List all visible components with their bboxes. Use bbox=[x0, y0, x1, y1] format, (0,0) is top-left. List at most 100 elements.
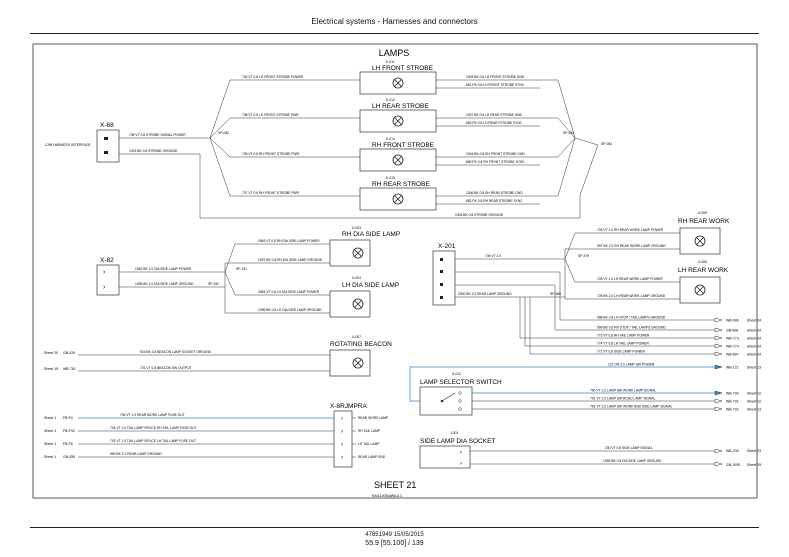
strobe-sync-wire: 681 PK 0.8 LH FRONT STROBE SYNC bbox=[466, 83, 525, 87]
x201-wire-2: 2000 BK 2.0 REAR LAMP GROUND bbox=[458, 292, 512, 296]
lh-dia-side-lamp: LH DIA SIDE LAMP U-004 0064 VT 0.8 LH DI… bbox=[258, 276, 399, 318]
strobe-lamp-id: E-011 bbox=[386, 60, 395, 64]
strobe-bus bbox=[199, 79, 599, 219]
footer-doc-number: 47851949 15/05/2015 bbox=[365, 532, 424, 538]
strobe-lamp-id: E-014 bbox=[386, 137, 395, 141]
strobe-ground-bottom: 1003 BK 0.8 STROBE GROUND bbox=[455, 213, 504, 217]
lh-dia-wire-2: 1096 BK 0.8 LH DIA SIDE LAMP GROUND bbox=[258, 308, 322, 312]
splice-sp083: SP-083 bbox=[563, 131, 574, 135]
right-wire-label: 773 VT 0.8 RH TAIL LAMP POWER bbox=[597, 334, 650, 338]
lh-rear-work-lamp: LH REAR WORK U-006 728 VT 1.0 LH REAR WO… bbox=[597, 260, 729, 304]
selector-id: S-012 bbox=[452, 372, 461, 376]
rotating-beacon: ROTATING BEACON U-007 Sheet 20 GB-026 Sh… bbox=[44, 335, 392, 377]
strobe-ground-wire: 1005 BK 0.8 LH FRONT STROBE GND bbox=[466, 75, 525, 79]
right-wire-conn: WB-996 bbox=[726, 319, 739, 323]
strobe-lamp-id: E-012 bbox=[386, 98, 395, 102]
x8rj-conn: FB-F32 bbox=[63, 429, 75, 433]
right-wire: 999 BK 0.8 RH STOP / TAIL LAMPS GROUND GB… bbox=[597, 326, 761, 333]
rh-dia-id: U-003 bbox=[352, 226, 361, 230]
svg-text:›: › bbox=[103, 284, 106, 291]
right-wire-sheet: Sheet 13 bbox=[747, 366, 761, 370]
beacon-label: ROTATING BEACON bbox=[330, 341, 392, 348]
strobe-lamp-label: RH FRONT STROBE bbox=[372, 142, 435, 149]
selector-wires: 790 VT 1.0 LAMP SW WORK LAMP SIGNAL WB-79… bbox=[472, 389, 761, 412]
lh-dia-label: LH DIA SIDE LAMP bbox=[342, 282, 399, 289]
lh-work-wire-1: 728 VT 1.0 LH REAR WORK LAMP POWER bbox=[597, 277, 663, 281]
connector-x82-label: X-82 bbox=[100, 257, 114, 264]
connector-x68-label: X-68 bbox=[100, 122, 114, 129]
right-wire-conn: GB-998 bbox=[726, 329, 738, 333]
x8rj-pin: › bbox=[341, 455, 343, 461]
x8rj-end: RH TAIL LAMP bbox=[358, 429, 381, 433]
x68-wire-1: 736 VT 0.8 STROBE SIGNAL POWER bbox=[129, 133, 186, 137]
svg-text:›: › bbox=[460, 450, 462, 456]
right-wire-label: 774 VT 0.8 LH TAIL LAMP POWER bbox=[597, 342, 649, 346]
x8rj-pin: › bbox=[341, 429, 343, 435]
selector-wire-label: 790 VT 1.0 LAMP SW WORK LAMP SIGNAL bbox=[590, 389, 656, 393]
beacon-wire-2: 701 VT 0.8 BEACON SW OUTPUT bbox=[140, 366, 192, 370]
splice-sp192: SP-192 bbox=[208, 282, 219, 286]
x8rj-conn: GB-055 bbox=[63, 455, 75, 459]
x8rj-pin: › bbox=[341, 442, 343, 448]
sheet-ref: RAIL1005LWBLA 1 bbox=[372, 494, 402, 498]
x8rj-end: REAR WORK LAMP bbox=[358, 416, 389, 420]
selector-wire-sheet: Sheet 12 bbox=[747, 392, 761, 396]
socket-wire-1: 230 VT 0.8 SIDE LAMP SIGNAL bbox=[605, 446, 653, 450]
x8rj-pin: › bbox=[341, 416, 343, 422]
strobe-ground-wire: 1006 BK 0.8 RH REAR STROBE GND bbox=[466, 191, 523, 195]
x82-wire-1: 1062 BK 1.0 DIA SIDE LAMP POWER bbox=[135, 267, 192, 271]
socket-label: SIDE LAMP DIA SOCKET bbox=[420, 438, 495, 445]
work-bus bbox=[455, 232, 715, 355]
right-wire-sheet: Sheet 24 bbox=[747, 337, 761, 341]
selector-wire: 791 VT 2.0 LAMP SW ROAD LAMP SIGNALWB-79… bbox=[472, 397, 761, 404]
svg-text:›: › bbox=[460, 461, 462, 467]
selector-wire-conn: WB-792 bbox=[726, 408, 739, 412]
lh-work-wire-2: 726 BK 2.0 LH REAR WORK LAMP GROUND bbox=[597, 294, 666, 298]
right-wire-sheet: Sheet 24 bbox=[747, 329, 761, 333]
strobe-lamp-id: E-015 bbox=[386, 176, 395, 180]
lh-work-id: U-006 bbox=[698, 260, 707, 264]
strobe-lamp-label: RH REAR STROBE bbox=[372, 181, 430, 188]
x8rj-sheet: Sheet 1 bbox=[44, 416, 56, 420]
dia-bus bbox=[224, 243, 330, 314]
strobe-power-wire: 739 VT 0.8 RH FRONT STROBE PWR bbox=[242, 152, 300, 156]
splice-sp084: SP-084 bbox=[601, 142, 612, 146]
strobe-ground-wire: 1007 BK 0.8 LH REAR STROBE GND bbox=[466, 113, 523, 117]
connector-x82: X-82 › › 1062 BK 1.0 DIA SIDE LAMP POWER… bbox=[96, 257, 247, 296]
right-wire-sheet: Sheet 24 bbox=[747, 319, 761, 323]
right-wire-conn: WB-897 bbox=[726, 353, 739, 357]
lh-dia-id: U-004 bbox=[352, 276, 361, 280]
strobe-sync-wire: 682 PK 0.8 RH REAR STROBE SYNC bbox=[466, 199, 523, 203]
sheet-label: SHEET 21 bbox=[374, 480, 416, 490]
socket-conn-1: WB-230 bbox=[726, 449, 739, 453]
x82-wire-2: 1098 BK 1.0 DIA SIDE LAMP GROUND bbox=[135, 282, 194, 286]
beacon-conn-2: WB-761 bbox=[63, 367, 76, 371]
selector-wire-label: 791 VT 2.0 LAMP SW ROAD LAMP SIGNAL bbox=[590, 397, 656, 401]
right-wire-label: 771 VT 0.8 SIDE LAMP POWER bbox=[597, 350, 646, 354]
footer-page-number: 55.9 [55.100] / 139 bbox=[365, 540, 424, 547]
splice-sp480: SP-480 bbox=[550, 292, 561, 296]
socket-sheet-1: Sheet 23 bbox=[747, 449, 761, 453]
selector-wire-sheet: Sheet 12 bbox=[747, 400, 761, 404]
right-wire-label: 998 BK 0.8 LH STOP / TAIL LAMPS GROUND bbox=[597, 316, 666, 320]
socket-conn-2: GB-1095 bbox=[726, 463, 740, 467]
socket-sheet-2: Sheet 25 bbox=[747, 463, 761, 467]
footer-rule bbox=[30, 527, 759, 528]
x8rj-label: X-8RJMPRA bbox=[330, 403, 368, 410]
right-wire-label: 999 BK 0.8 RH STOP / TAIL LAMPS GROUND bbox=[597, 326, 666, 330]
x8rj-sheet: Sheet 1 bbox=[44, 455, 56, 459]
rh-work-id: U-005 bbox=[698, 211, 707, 215]
rh-dia-label: RH DIA SIDE LAMP bbox=[342, 231, 400, 238]
socket-wire-2: 1095 BK 0.8 DIA SIDE LAMP GROUND bbox=[603, 459, 662, 463]
svg-text:›: › bbox=[103, 269, 106, 276]
right-wire-label: 121 OR 3.0 LAMP SW POWER bbox=[608, 363, 655, 367]
